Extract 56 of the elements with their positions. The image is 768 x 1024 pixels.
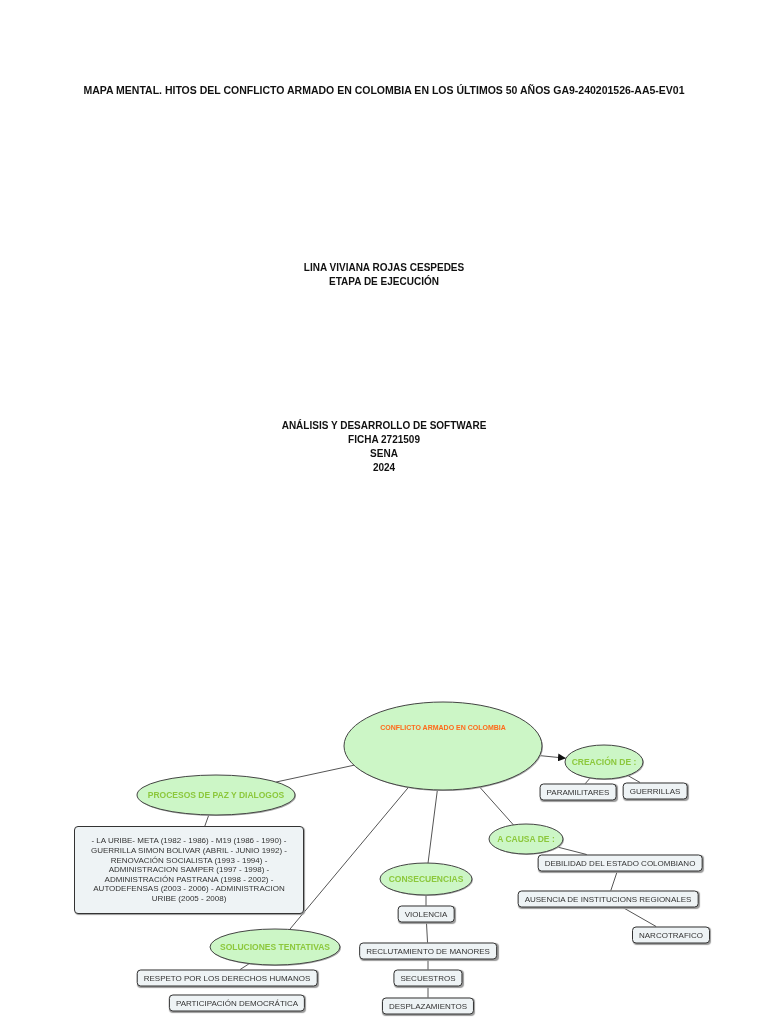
arrow: [539, 753, 567, 762]
document-title: MAPA MENTAL. HITOS DEL CONFLICTO ARMADO EN COLOMBIA EN LOS ÚLTIMOS 50 AÑOS GA9-240201526-AA5-EV01: [82, 84, 686, 96]
topic-ellipse: [488, 823, 564, 855]
concept-box: [168, 994, 306, 1012]
concept-box: [136, 969, 318, 987]
cover-text: ANÁLISIS Y DESARROLLO DE SOFTWARE: [281, 420, 487, 431]
topic-label: PARTICIPACIÓN DEMOCRÁTICA: [175, 998, 299, 1008]
topic-label: PROCESOS DE PAZ Y DIALOGOS: [147, 790, 285, 800]
topic-label: RECLUTAMIENTO DE MANORES: [366, 946, 490, 956]
concept-box: [517, 890, 699, 908]
connector-line: [204, 814, 210, 827]
topic-label: NARCOTRAFICO: [639, 930, 703, 940]
topic-label: PARAMILITARES: [546, 787, 610, 797]
cover-text: 2024: [372, 462, 396, 473]
topic-label: VIOLENCIA: [404, 909, 448, 919]
topic-label: SOLUCIONES TENTATIVAS: [220, 942, 330, 952]
topic-ellipse: [136, 774, 296, 816]
cover-text: SENA: [370, 448, 398, 459]
connector-line: [584, 777, 591, 784]
concept-box: [359, 942, 497, 960]
concept-box: [397, 905, 455, 923]
connector-line: [425, 922, 429, 943]
topic-ellipse: [379, 862, 473, 896]
topic-label: AUSENCIA DE INSTITUCIONS REGIONALES: [524, 894, 692, 904]
concept-box: [539, 783, 617, 801]
central-topic-ellipse: [343, 701, 543, 791]
topic-label: RESPETO POR LOS DERECHOS HUMANOS: [143, 973, 311, 983]
topic-label: SECUESTROS: [400, 973, 456, 983]
connector-line: [427, 986, 429, 998]
concept-box: [537, 854, 703, 872]
concept-box: [393, 969, 463, 987]
cover-text: LINA VIVIANA ROJAS CESPEDES: [303, 262, 465, 273]
concept-box: [632, 926, 710, 944]
topic-ellipse: [564, 744, 644, 780]
list-text: - LA URIBE- META (1982 - 1986) - M19 (1986 - 1990) - GUERRILLA SIMON BOLIVAR (ABRIL - JUNIO 1992) - RENOVACIÓN SOCIALISTA (1993 - 1994) - ADMINISTRACION SAMPER (1997 - 1998) - ADMINISTRACIÓN PASTRANA (1998 - 2002) - AUTODEFENSAS (2003 - 2006) - ADMINISTRACION URIBE (2005 - 2008): [89, 836, 289, 904]
connector-line: [427, 789, 438, 864]
connector-line: [556, 846, 588, 855]
topic-label: CREACIÓN DE :: [571, 757, 637, 767]
connector-line: [289, 786, 410, 930]
topic-label: CONSECUENCIAS: [388, 874, 464, 884]
concept-box: [622, 782, 688, 800]
topic-label: DESPLAZAMIENTOS: [388, 1001, 468, 1011]
cover-text: ETAPA DE EJECUCIÓN: [329, 276, 439, 287]
topic-label: A CAUSA DE :: [497, 834, 555, 844]
connector-line: [425, 894, 427, 906]
connector-line: [479, 786, 514, 826]
concept-box: [74, 826, 304, 914]
topic-label: GUERRILLAS: [629, 786, 681, 796]
concept-box: [381, 997, 475, 1015]
connector-line: [627, 775, 641, 783]
topic-ellipse: [209, 928, 341, 966]
topic-label: DEBILIDAD DEL ESTADO COLOMBIANO: [544, 858, 696, 868]
connector-line: [427, 959, 429, 970]
connector-line: [239, 963, 250, 970]
cover-text: FICHA 2721509: [348, 434, 420, 445]
connector-line: [610, 871, 618, 891]
